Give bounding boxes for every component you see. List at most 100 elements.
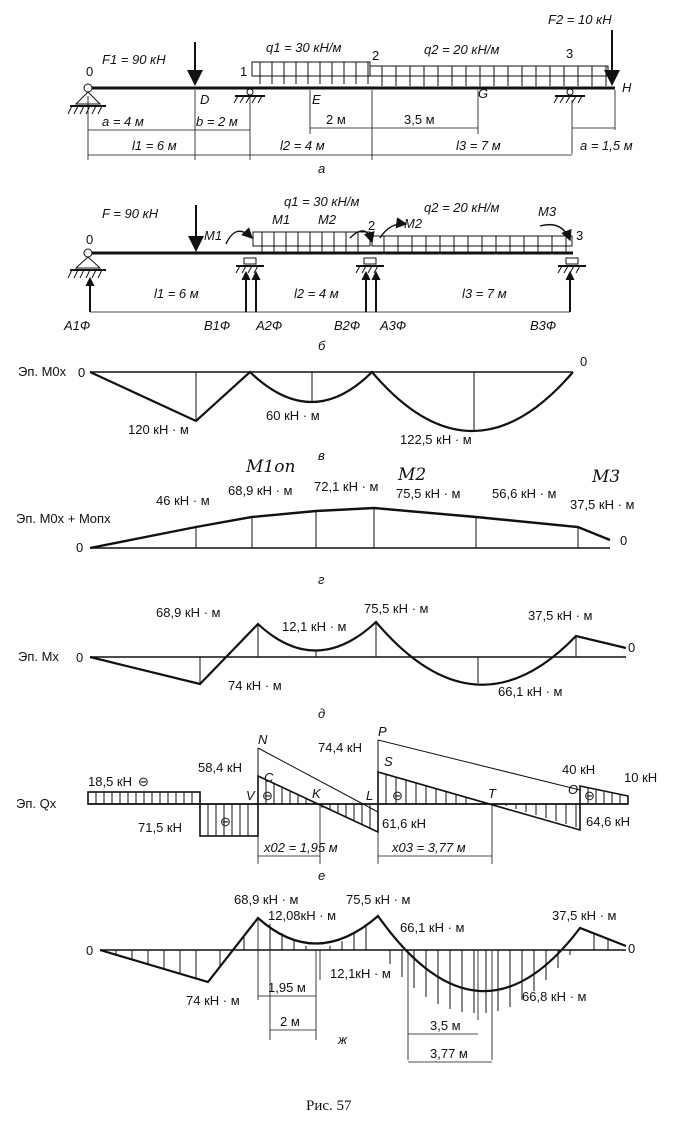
value-66-8: 66,8 кН · м xyxy=(522,989,587,1004)
point-S: S xyxy=(384,754,393,769)
dim-a-1-5: a = 1,5 м xyxy=(580,138,633,153)
value-120: 120 кН · м xyxy=(128,422,189,437)
zero-left-g: 0 xyxy=(76,540,83,555)
label-F1: F1 = 90 кН xyxy=(102,52,166,67)
value-12-1-d: 12,1 кН · м xyxy=(282,619,347,634)
panel-a: F1 = 90 кН F2 = 10 кН q1 = 30 кН/м q2 = … xyxy=(67,12,633,176)
value-18-5: 18,5 кН xyxy=(88,774,132,789)
zero-right-zh: 0 xyxy=(628,941,635,956)
line-N-L xyxy=(257,747,379,813)
dim-x02: x02 = 1,95 м xyxy=(263,840,338,855)
support-1 xyxy=(233,88,265,104)
point-L: L xyxy=(366,788,373,803)
point-C: C xyxy=(264,770,274,785)
dim-l2: l2 = 4 м xyxy=(280,138,325,153)
node-0-b: 0 xyxy=(86,232,93,247)
zero-right-d: 0 xyxy=(628,640,635,655)
point-H: H xyxy=(622,80,632,95)
point-O: O xyxy=(568,782,578,797)
value-64-6: 64,6 кН xyxy=(586,814,630,829)
value-72-1: 72,1 кН · м xyxy=(314,479,379,494)
value-10: 10 кН xyxy=(624,770,657,785)
value-75-5-zh: 75,5 кН · м xyxy=(346,892,411,907)
point-E: E xyxy=(312,92,321,107)
dim-2m-zh: 2 м xyxy=(280,1014,300,1029)
curve-final-M xyxy=(99,914,627,993)
value-37-5-g: 37,5 кН · м xyxy=(570,497,635,512)
value-56-6: 56,6 кН · м xyxy=(492,486,557,501)
dim-1-95: 1,95 м xyxy=(268,980,306,995)
dim-3-5m-zh: 3,5 м xyxy=(430,1018,461,1033)
label-q1: q1 = 30 кН/м xyxy=(266,40,341,55)
line-P-O xyxy=(377,739,581,791)
value-68-9-zh: 68,9 кН · м xyxy=(234,892,299,907)
value-74-4: 74,4 кН xyxy=(318,740,362,755)
minus-sign-5: ⊖ xyxy=(584,788,595,803)
value-60: 60 кН · м xyxy=(266,408,320,423)
label-q2: q2 = 20 кН/м xyxy=(424,42,499,57)
reaction-B2: B2Ф xyxy=(334,318,360,333)
value-74-d: 74 кН · м xyxy=(228,678,282,693)
dim-a: a = 4 м xyxy=(102,114,144,129)
dim-3-5m: 3,5 м xyxy=(404,112,435,127)
zero-left-d: 0 xyxy=(76,650,83,665)
curve-Mx xyxy=(89,620,627,686)
label-M2-right: M2 xyxy=(404,216,423,231)
zero-right-v: 0 xyxy=(580,354,587,369)
value-75-5-g: 75,5 кН · м xyxy=(396,486,461,501)
value-71-5: 71,5 кН xyxy=(138,820,182,835)
reaction-A3: A3Ф xyxy=(379,318,406,333)
point-N: N xyxy=(258,732,268,747)
node-2: 2 xyxy=(372,48,379,63)
node-1: 1 xyxy=(240,64,247,79)
value-75-5-d: 75,5 кН · м xyxy=(364,601,429,616)
panel-v: Эп. M0x 0 0 120 кН · м 60 кН · м 122,5 к… xyxy=(18,354,587,463)
label-F2: F2 = 10 кН xyxy=(548,12,612,27)
title-Qx: Эп. Qx xyxy=(16,796,57,811)
label-M2-left: M2 xyxy=(318,212,337,227)
value-68-9-d: 68,9 кН · м xyxy=(156,605,221,620)
dim-x03: x03 = 3,77 м xyxy=(391,840,466,855)
reaction-A2: A2Ф xyxy=(255,318,282,333)
supports-b xyxy=(67,248,586,279)
node-2-b: 2 xyxy=(368,218,375,233)
label-q2-b: q2 = 20 кН/м xyxy=(424,200,499,215)
sub-d: д xyxy=(318,706,325,721)
sub-b: б xyxy=(318,338,326,353)
point-K: K xyxy=(312,786,322,801)
panel-b: F = 90 кН q1 = 30 кН/м q2 = 20 кН/м M1 M… xyxy=(63,194,586,353)
support-3 xyxy=(553,88,585,104)
label-M1: M1 xyxy=(272,212,290,227)
sub-a: а xyxy=(318,161,325,176)
label-q1-b: q1 = 30 кН/м xyxy=(284,194,359,209)
value-68-9-g: 68,9 кН · м xyxy=(228,483,293,498)
dim-l3-b: l3 = 7 м xyxy=(462,286,507,301)
handwritten-M1: M1оп xyxy=(245,457,295,477)
label-M1-left: M1 xyxy=(204,228,222,243)
value-37-5-zh: 37,5 кН · м xyxy=(552,908,617,923)
point-T: T xyxy=(488,786,497,801)
value-74-zh: 74 кН · м xyxy=(186,993,240,1008)
panel-e: Эп. Qx 18,5 кН ⊖ 71,5 кН ⊖ 58,4 кН 74,4 … xyxy=(16,724,657,883)
label-M3: M3 xyxy=(538,204,557,219)
value-12-08: 12,08кН · м xyxy=(268,908,336,923)
dim-b: b = 2 м xyxy=(196,114,238,129)
reaction-A1: A1Ф xyxy=(63,318,90,333)
handwritten-M2: M2 xyxy=(397,465,426,485)
point-P: P xyxy=(378,724,387,739)
reaction-B1: B1Ф xyxy=(204,318,230,333)
panel-d: Эп. Mx 0 0 68,9 кН · м 12,1 кН · м 75,5 … xyxy=(18,601,635,721)
node-3-b: 3 xyxy=(576,228,583,243)
node-0: 0 xyxy=(86,64,93,79)
value-37-5-d: 37,5 кН · м xyxy=(528,608,593,623)
dim-l1: l1 = 6 м xyxy=(132,138,177,153)
title-M0x: Эп. M0x xyxy=(18,364,67,379)
dim-l2-b: l2 = 4 м xyxy=(294,286,339,301)
value-12-1-zh: 12,1кН · м xyxy=(330,966,391,981)
value-66-1-d: 66,1 кН · м xyxy=(498,684,563,699)
panel-g: Эп. M0x + Mопx 0 0 46 кН · м 68,9 кН · м… xyxy=(16,457,635,587)
sub-v: в xyxy=(318,448,325,463)
dim-l1-b: l1 = 6 м xyxy=(154,286,199,301)
minus-sign-3: ⊖ xyxy=(262,788,273,803)
point-D: D xyxy=(200,92,209,107)
